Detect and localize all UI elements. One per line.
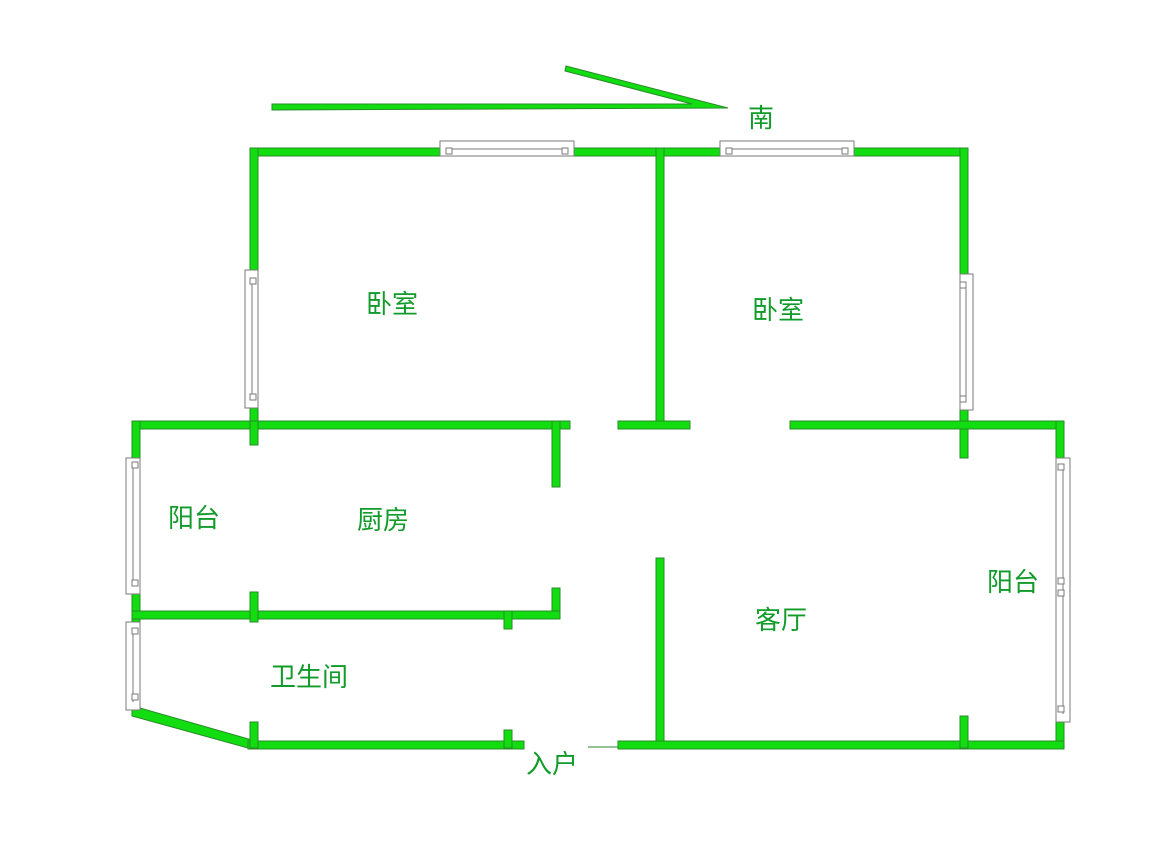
compass-label: 南 [748, 104, 775, 134]
room-label-bathroom: 卫生间 [270, 663, 349, 693]
room-label-balcony-east: 阳台 [987, 568, 1040, 598]
room-label-balcony-west: 阳台 [168, 504, 221, 534]
entrance-label: 入户 [526, 750, 579, 780]
room-label-kitchen: 厨房 [357, 506, 410, 536]
room-label-bedroom-1: 卧室 [366, 290, 419, 320]
walls [131, 147, 1065, 750]
windows [125, 140, 1071, 723]
room-label-bedroom-2: 卧室 [752, 296, 805, 326]
north-arrow-icon [271, 65, 729, 111]
room-label-living-room: 客厅 [755, 606, 808, 636]
